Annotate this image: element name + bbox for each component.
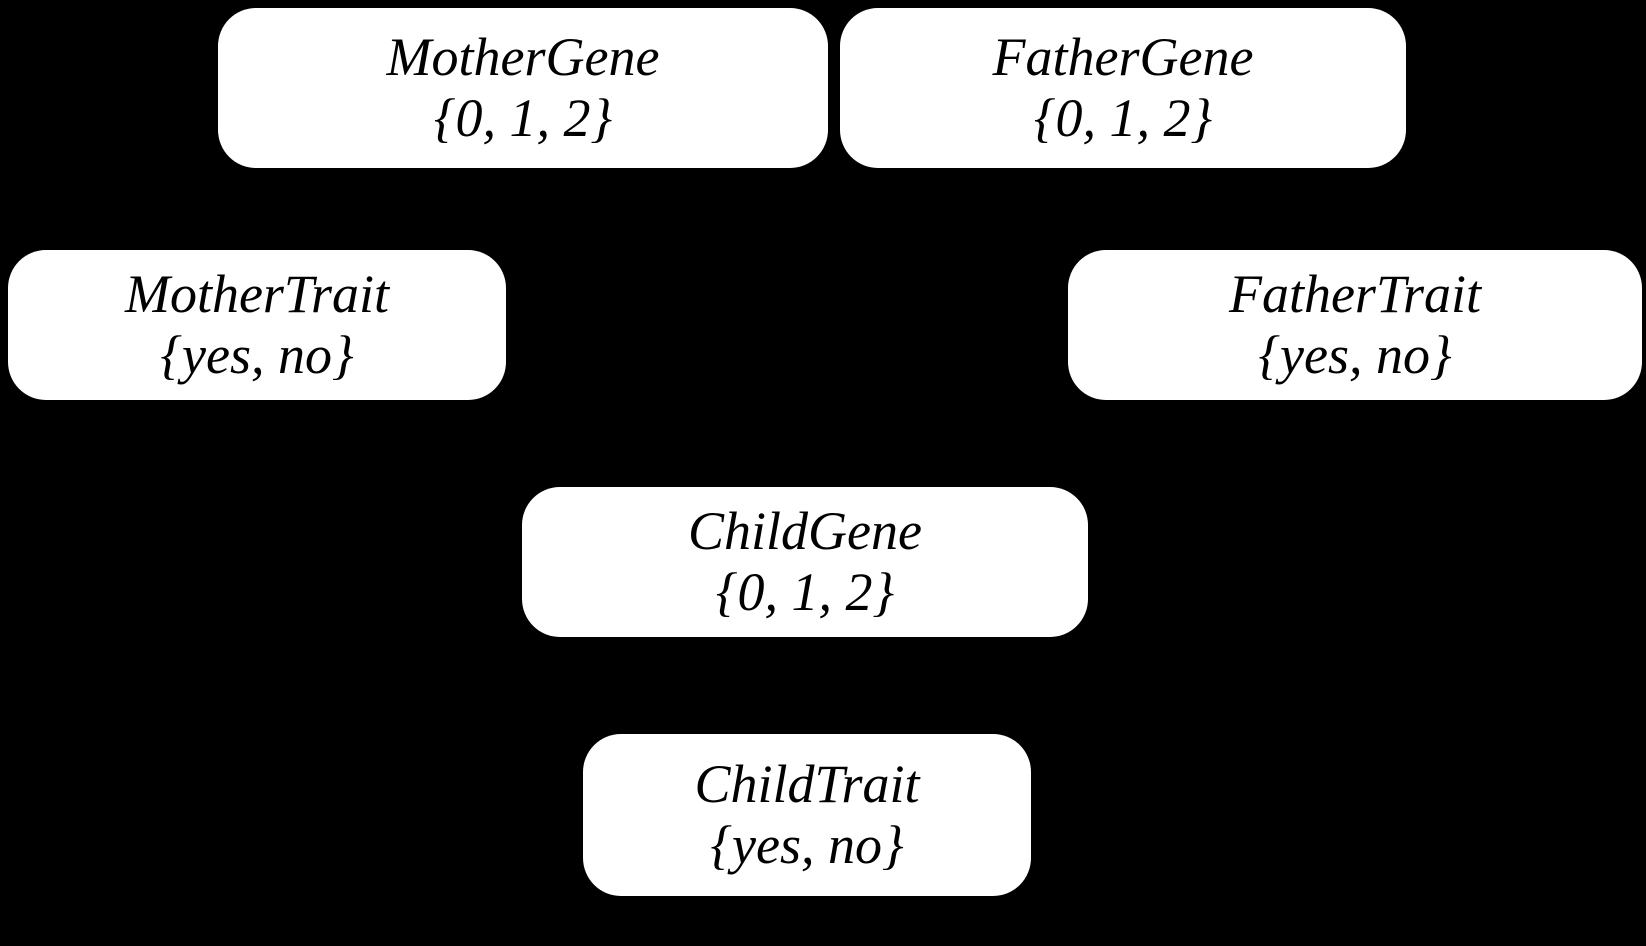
- node-child-trait-domain: {yes, no}: [710, 815, 904, 875]
- node-father-trait[interactable]: FatherTrait {yes, no}: [1068, 250, 1642, 400]
- node-mother-trait[interactable]: MotherTrait {yes, no}: [8, 250, 506, 400]
- node-mother-trait-domain: {yes, no}: [160, 325, 354, 385]
- node-child-gene-label: ChildGene: [688, 500, 922, 561]
- node-father-gene[interactable]: FatherGene {0, 1, 2}: [840, 8, 1406, 168]
- node-mother-trait-label: MotherTrait: [124, 263, 390, 324]
- node-child-gene-domain: {0, 1, 2}: [715, 562, 895, 622]
- node-father-gene-domain: {0, 1, 2}: [1033, 88, 1213, 148]
- node-father-gene-label: FatherGene: [992, 26, 1254, 87]
- node-child-trait[interactable]: ChildTrait {yes, no}: [583, 734, 1031, 896]
- node-mother-gene-label: MotherGene: [386, 26, 660, 87]
- node-child-gene[interactable]: ChildGene {0, 1, 2}: [522, 487, 1088, 637]
- node-child-trait-label: ChildTrait: [694, 753, 920, 814]
- node-mother-gene-domain: {0, 1, 2}: [433, 88, 613, 148]
- node-father-trait-label: FatherTrait: [1228, 263, 1482, 324]
- node-mother-gene[interactable]: MotherGene {0, 1, 2}: [218, 8, 828, 168]
- node-father-trait-domain: {yes, no}: [1258, 325, 1452, 385]
